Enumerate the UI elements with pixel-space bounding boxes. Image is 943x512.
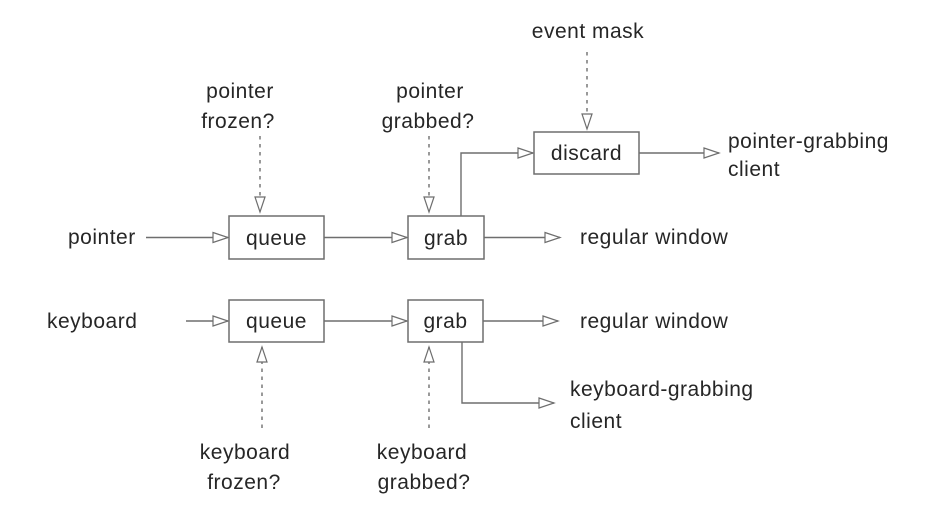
pointer-grabbed-label-line2: grabbed? [382,110,475,133]
pointer-grabbed-label-line1: pointer [396,80,464,103]
keyboard-frozen-label-line2: frozen? [207,471,281,494]
pointer-regular-window-label: regular window [580,226,729,249]
pointer-source-label: pointer [68,226,136,249]
keyboard-grabbed-label-line1: keyboard [377,441,467,464]
arrow-pointer-grab-to-discard [460,147,535,216]
keyboard-grabbing-client-label-line2: client [570,410,622,433]
keyboard-regular-window-label: regular window [580,310,729,333]
arrow-keyboard-grab-to-keyboard-grabbing-client [461,342,556,409]
pointer-queue-label: queue [246,227,307,250]
pointer-grab-label: grab [424,227,468,250]
pointer-grabbing-client-label-line1: pointer-grabbing [728,130,889,153]
discard-box [533,131,640,175]
keyboard-queue-label: queue [246,310,307,333]
keyboard-grab-box [407,299,484,343]
keyboard-grab-label: grab [423,310,467,333]
keyboard-frozen-label-line1: keyboard [200,441,290,464]
keyboard-grabbed-label-line2: grabbed? [378,471,471,494]
pointer-grab-box [407,215,485,260]
keyboard-source-label: keyboard [47,310,137,333]
pointer-grabbing-client-label-line2: client [728,158,780,181]
pointer-queue-box [228,215,325,260]
pointer-frozen-label-line2: frozen? [201,110,275,133]
discard-label: discard [551,142,622,165]
keyboard-queue-box [228,299,325,343]
pointer-frozen-label-line1: pointer [206,80,274,103]
keyboard-grabbing-client-label-line1: keyboard-grabbing [570,378,754,401]
event-mask-label: event mask [532,20,644,43]
